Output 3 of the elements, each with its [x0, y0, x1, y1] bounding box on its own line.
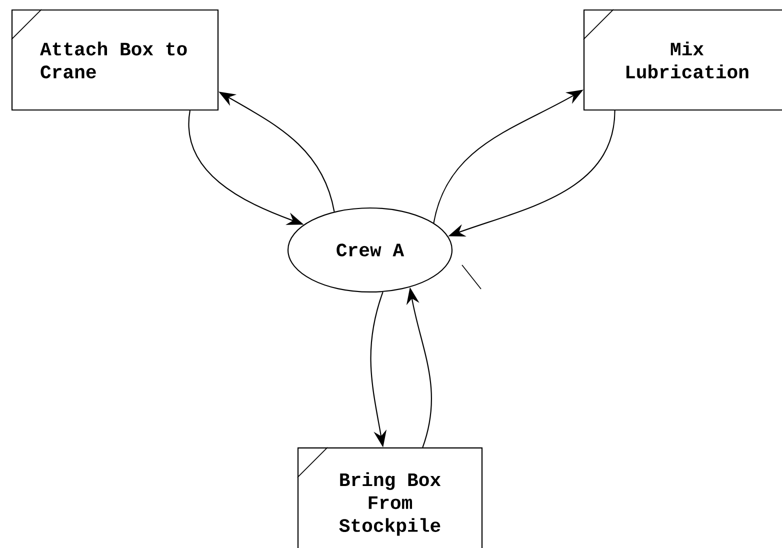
process-box: Attach Box to Crane: [11, 9, 219, 111]
process-box: Mix Lubrication: [583, 9, 782, 111]
process-box: Bring Box From Stockpile: [297, 446, 483, 548]
